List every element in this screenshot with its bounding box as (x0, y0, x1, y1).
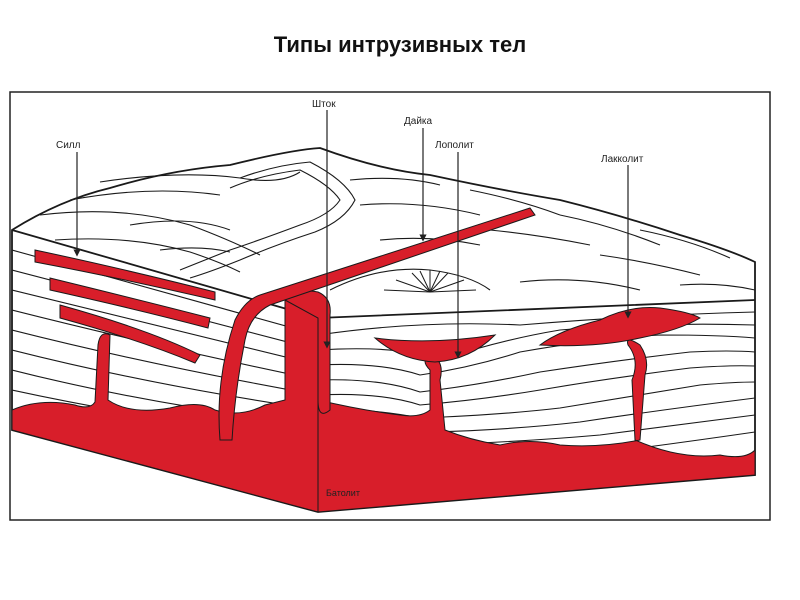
label-dike: Дайка (404, 116, 433, 127)
figure-frame (9, 91, 771, 521)
label-laccolith: Лакколит (601, 154, 644, 165)
label-batholith: Батолит (326, 488, 360, 498)
magma-bodies (11, 207, 756, 513)
label-stock: Шток (312, 99, 336, 110)
sill-lower (59, 304, 201, 364)
laccolith (538, 307, 701, 347)
leader-arrows (73, 110, 632, 359)
dome-rays (383, 270, 477, 293)
dike (218, 207, 536, 441)
page-title: Типы интрузивных тел (273, 32, 527, 57)
sill-middle (49, 277, 211, 329)
sill-upper (34, 249, 216, 301)
label-sill: Силл (56, 140, 81, 151)
top-surface-lines (39, 161, 756, 291)
label-lopolith: Лополит (435, 140, 474, 151)
lopolith (373, 334, 497, 363)
